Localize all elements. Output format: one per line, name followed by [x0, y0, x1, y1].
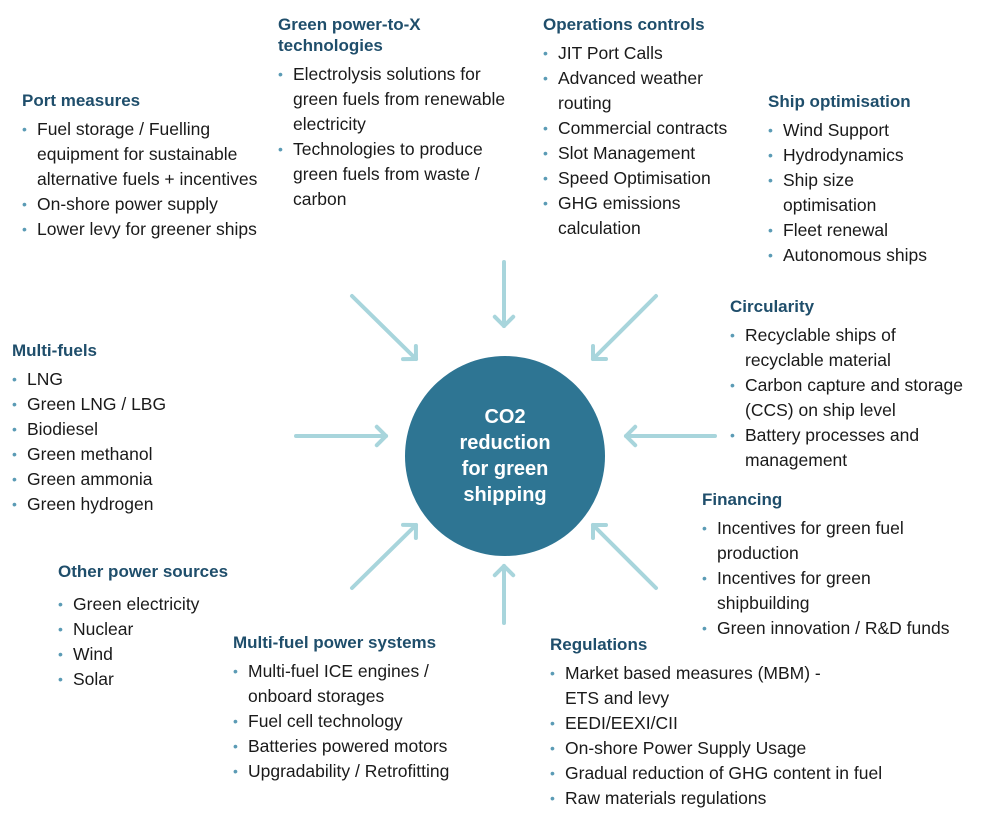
list-item: GHG emissions calculation — [543, 191, 718, 241]
group-multi-fuels: Multi-fuels LNG Green LNG / LBG Biodiese… — [12, 340, 232, 517]
list-item: Batteries powered motors — [233, 734, 503, 759]
list-item: Hydrodynamics — [768, 143, 968, 168]
center-label: CO2 reduction for green shipping — [459, 406, 551, 506]
list-item: Speed Optimisation — [543, 166, 758, 191]
list-item: Fuel cell technology — [233, 709, 503, 734]
list-item: Commercial contracts — [543, 116, 758, 141]
group-list: Electrolysis solutions for green fuels f… — [278, 62, 518, 212]
list-item: Incentives for green shipbuilding — [702, 566, 917, 616]
list-item: Green LNG / LBG — [12, 392, 232, 417]
list-item: Green hydrogen — [12, 492, 232, 517]
list-item: Nuclear — [58, 617, 278, 642]
arrow-0 — [350, 294, 418, 362]
list-item: Wind — [58, 642, 278, 667]
list-item: Green electricity — [58, 592, 278, 617]
group-list: Recyclable ships of recyclable material … — [730, 323, 995, 473]
group-list: JIT Port Calls Advanced weather routing … — [543, 41, 758, 241]
center-circle: CO2 reduction for green shipping — [405, 356, 605, 556]
list-item: Solar — [58, 667, 278, 692]
group-list: Market based measures (MBM) - ETS and le… — [550, 661, 940, 811]
arrow-6 — [350, 522, 418, 590]
list-item: On-shore Power Supply Usage — [550, 736, 940, 761]
group-title: Multi-fuel power systems — [233, 633, 437, 652]
arrow-7 — [294, 424, 388, 448]
list-item: Battery processes and management — [730, 423, 955, 473]
list-item: Green methanol — [12, 442, 232, 467]
group-other-power-sources: Other power sources Green electricity Nu… — [58, 561, 278, 692]
list-item: Incentives for green fuel production — [702, 516, 942, 566]
list-item: Multi-fuel ICE engines / onboard storage… — [233, 659, 478, 709]
list-item: Ship size optimisation — [768, 168, 903, 218]
list-item: Wind Support — [768, 118, 968, 143]
list-item: Electrolysis solutions for green fuels f… — [278, 62, 518, 137]
group-title: Financing — [702, 490, 783, 509]
group-title: Port measures — [22, 91, 141, 110]
list-item: Biodiesel — [12, 417, 232, 442]
arrow-2 — [591, 294, 658, 361]
group-operations-controls: Operations controls JIT Port Calls Advan… — [543, 14, 758, 241]
group-list: Fuel storage / Fuelling equipment for su… — [22, 117, 272, 242]
list-item: Gradual reduction of GHG content in fuel — [550, 761, 940, 786]
group-list: Incentives for green fuel production Inc… — [702, 516, 992, 641]
arrow-4 — [591, 523, 658, 590]
group-title: Multi-fuels — [12, 341, 97, 360]
list-item: Raw materials regulations — [550, 786, 940, 811]
list-item: Green innovation / R&D funds — [702, 616, 992, 641]
list-item: Advanced weather routing — [543, 66, 728, 116]
list-item: Slot Management — [543, 141, 758, 166]
list-item: Green ammonia — [12, 467, 232, 492]
group-list: LNG Green LNG / LBG Biodiesel Green meth… — [12, 367, 232, 517]
list-item: Market based measures (MBM) - ETS and le… — [550, 661, 855, 711]
group-list: Multi-fuel ICE engines / onboard storage… — [233, 659, 503, 784]
group-circularity: Circularity Recyclable ships of recyclab… — [730, 296, 995, 473]
group-ship-optimisation: Ship optimisation Wind Support Hydrodyna… — [768, 91, 968, 268]
group-list: Green electricity Nuclear Wind Solar — [58, 592, 278, 692]
group-title: Other power sources — [58, 562, 229, 581]
list-item: JIT Port Calls — [543, 41, 758, 66]
group-port-measures: Port measures Fuel storage / Fuelling eq… — [22, 90, 272, 242]
group-title: Green power-to-X technologies — [278, 15, 421, 55]
list-item: Lower levy for greener ships — [22, 217, 272, 242]
list-item: Carbon capture and storage (CCS) on ship… — [730, 373, 995, 423]
group-multi-fuel-power-systems: Multi-fuel power systems Multi-fuel ICE … — [233, 632, 503, 784]
group-financing: Financing Incentives for green fuel prod… — [702, 489, 992, 641]
list-item: Upgradability / Retrofitting — [233, 759, 503, 784]
group-title: Regulations — [550, 635, 648, 654]
list-item: LNG — [12, 367, 232, 392]
arrow-5 — [492, 564, 516, 625]
group-title: Operations controls — [543, 15, 705, 34]
group-title: Circularity — [730, 297, 815, 316]
list-item: Fleet renewal — [768, 218, 968, 243]
list-item: Autonomous ships — [768, 243, 968, 268]
list-item: Technologies to produce green fuels from… — [278, 137, 518, 212]
group-green-power-to-x: Green power-to-X technologies Electrolys… — [278, 14, 518, 212]
list-item: Fuel storage / Fuelling equipment for su… — [22, 117, 272, 192]
group-regulations: Regulations Market based measures (MBM) … — [550, 634, 940, 811]
group-list: Wind Support Hydrodynamics Ship size opt… — [768, 118, 968, 268]
list-item: On-shore power supply — [22, 192, 272, 217]
group-title: Ship optimisation — [768, 92, 911, 111]
list-item: EEDI/EEXI/CII — [550, 711, 940, 736]
list-item: Recyclable ships of recyclable material — [730, 323, 930, 373]
arrow-3 — [624, 424, 717, 448]
arrow-1 — [492, 260, 516, 328]
